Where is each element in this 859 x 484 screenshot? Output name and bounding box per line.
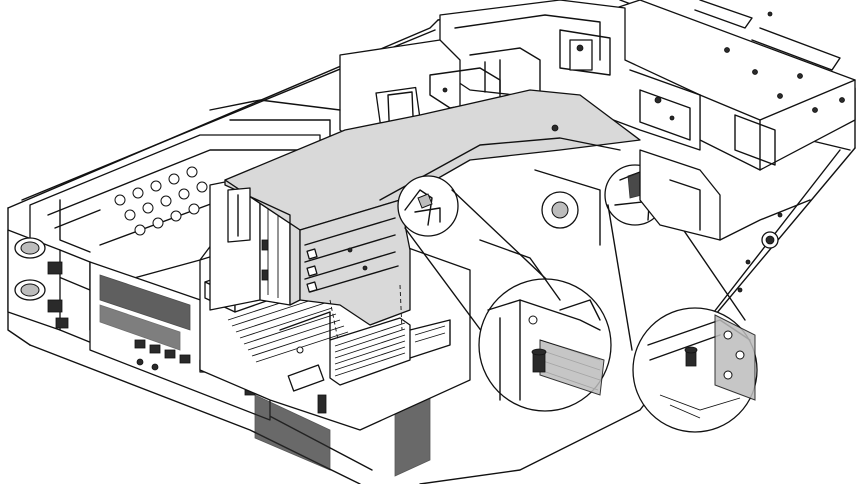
power-supply-modules	[7, 229, 91, 331]
riser-card-cage	[224, 89, 641, 341]
drive-cage	[439, 0, 701, 151]
right-side-components	[479, 149, 811, 301]
riser-slot-openings	[304, 217, 399, 293]
riser-guide-pin-detail-left	[397, 175, 612, 412]
heatsink	[329, 317, 411, 386]
left-bay-vent-holes	[114, 166, 208, 236]
rear-top-panel	[609, 0, 856, 171]
